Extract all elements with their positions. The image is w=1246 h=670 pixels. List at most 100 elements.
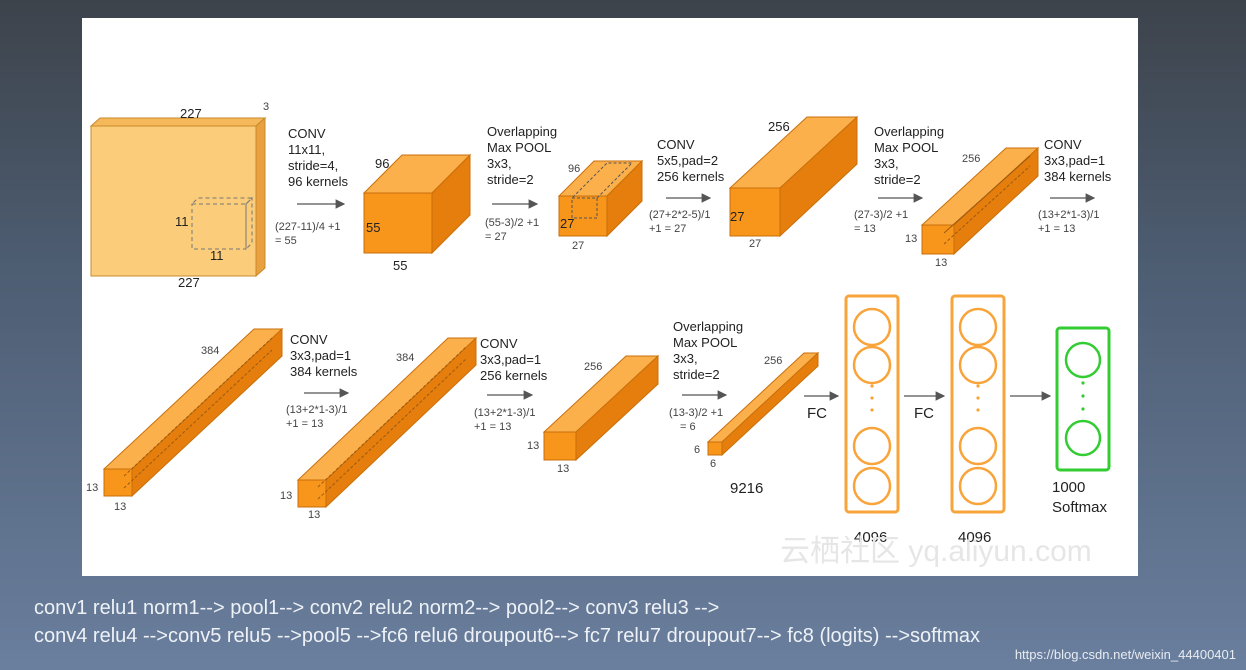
watermark: 云栖社区 yq.aliyun.com	[780, 535, 1092, 568]
conv3-depth-label: 384	[201, 345, 219, 357]
conv5-formula: (13+2*1-3)/1	[474, 407, 535, 419]
pool2-stride: stride=2	[874, 172, 921, 187]
output-size: 1000	[1052, 479, 1085, 496]
input-depth-label: 3	[263, 101, 269, 113]
conv2-size-front: 27	[730, 209, 744, 224]
conv4-kernels: 384 kernels	[290, 364, 358, 379]
pool5-size-left: 6	[694, 444, 700, 456]
fc6-label: FC	[807, 405, 827, 422]
pool2-type: Max POOL	[874, 140, 938, 155]
conv5-result: +1 = 13	[474, 421, 511, 433]
caption-line-1: conv1 relu1 norm1--> pool1--> conv2 relu…	[34, 597, 720, 619]
softmax-layer	[1055, 326, 1111, 472]
pool1-kernel: 3x3,	[487, 156, 512, 171]
conv5-kernel: 3x3,pad=1	[480, 352, 541, 367]
conv3-formula: (13+2*1-3)/1	[1038, 209, 1099, 221]
conv1-title: CONV	[288, 126, 326, 141]
conv1-kernels: 96 kernels	[288, 174, 348, 189]
conv5-size-left: 13	[527, 440, 539, 452]
alexnet-diagram: 227 3 227 11 11 CONV 11x11, stride=4, 96…	[86, 101, 1112, 568]
pool5-step: Overlapping Max POOL 3x3, stride=2 (13-3…	[669, 319, 743, 433]
conv2-kernel: 5x5,pad=2	[657, 153, 718, 168]
source-credit: https://blog.csdn.net/weixin_44400401	[1014, 647, 1236, 662]
conv5-volume	[542, 354, 660, 462]
conv1-formula: (227-11)/4 +1	[275, 221, 341, 233]
pool5-volume	[706, 351, 820, 457]
pool1-type: Max POOL	[487, 140, 551, 155]
pool5-size-bottom: 6	[710, 458, 716, 470]
pool5-kernel: 3x3,	[673, 351, 698, 366]
conv2-result: +1 = 27	[649, 223, 686, 235]
caption-line-2: conv4 relu4 -->conv5 relu5 -->pool5 -->f…	[34, 625, 981, 647]
conv2-formula: (27+2*2-5)/1	[649, 209, 710, 221]
conv4-kernel: 3x3,pad=1	[290, 348, 351, 363]
conv3-title: CONV	[1044, 137, 1082, 152]
pool5-stride: stride=2	[673, 367, 720, 382]
pool5-type: Max POOL	[673, 335, 737, 350]
conv4-formula: (13+2*1-3)/1	[286, 404, 347, 416]
pool2-size-left: 13	[905, 233, 917, 245]
conv2-size-bottom: 27	[749, 238, 761, 250]
pool1-volume	[557, 159, 644, 238]
conv5-step: CONV 3x3,pad=1 256 kernels (13+2*1-3)/1 …	[474, 336, 548, 433]
conv5-kernels: 256 kernels	[480, 368, 548, 383]
fc6-layer	[844, 294, 900, 514]
input-volume	[89, 116, 267, 278]
pool1-step: Overlapping Max POOL 3x3, stride=2 (55-3…	[485, 124, 557, 243]
kernel-width-label: 11	[175, 214, 189, 229]
fc7-size: 4096	[958, 529, 991, 546]
pool1-stride: stride=2	[487, 172, 534, 187]
conv2-title: CONV	[657, 137, 695, 152]
pool5-depth-label: 256	[764, 355, 782, 367]
pool1-formula: (55-3)/2 +1	[485, 217, 539, 229]
pool1-result: = 27	[485, 231, 507, 243]
conv3-kernels: 384 kernels	[1044, 169, 1112, 184]
conv3-result: +1 = 13	[1038, 223, 1075, 235]
flatten-size: 9216	[730, 480, 763, 497]
conv1-size-front: 55	[366, 220, 380, 235]
conv4-step: CONV 3x3,pad=1 384 kernels (13+2*1-3)/1 …	[286, 332, 358, 430]
conv4-title: CONV	[290, 332, 328, 347]
fc7-layer	[950, 294, 1006, 514]
conv5-size-bottom: 13	[557, 463, 569, 475]
conv3-volume	[102, 327, 284, 498]
conv1-depth-label: 96	[375, 156, 389, 171]
diagram-slide: 227 3 227 11 11 CONV 11x11, stride=4, 96…	[82, 18, 1138, 576]
output-softmax-label: Softmax	[1052, 499, 1108, 516]
pool2-title: Overlapping	[874, 124, 944, 139]
conv1-kernel: 11x11,	[288, 142, 325, 157]
pool2-formula: (27-3)/2 +1	[854, 209, 908, 221]
conv2-volume	[728, 115, 859, 238]
conv2-depth-label: 256	[768, 119, 790, 134]
pool1-size-bottom: 27	[572, 240, 584, 252]
conv5-title: CONV	[480, 336, 518, 351]
input-height-label: 227	[178, 275, 200, 290]
conv1-stride: stride=4,	[288, 158, 338, 173]
layer-sequence-caption: conv1 relu1 norm1--> pool1--> conv2 relu…	[34, 594, 1234, 650]
conv1-result: = 55	[275, 235, 297, 247]
pool5-title: Overlapping	[673, 319, 743, 334]
pool2-result: = 13	[854, 223, 876, 235]
pool1-depth-label: 96	[568, 163, 580, 175]
conv1-size-bottom: 55	[393, 258, 407, 273]
pool2-size-bottom: 13	[935, 257, 947, 269]
fc7-label: FC	[914, 405, 934, 422]
pool5-result: = 6	[680, 421, 696, 433]
conv2-kernels: 256 kernels	[657, 169, 725, 184]
conv3-step: CONV 3x3,pad=1 384 kernels (13+2*1-3)/1 …	[1038, 137, 1112, 235]
conv1-volume	[362, 153, 472, 255]
conv5-depth-label: 256	[584, 361, 602, 373]
pool2-kernel: 3x3,	[874, 156, 899, 171]
conv3-size-bottom: 13	[114, 501, 126, 513]
conv2-step: CONV 5x5,pad=2 256 kernels (27+2*2-5)/1 …	[649, 137, 725, 235]
pool1-title: Overlapping	[487, 124, 557, 139]
conv3-size-left: 13	[86, 482, 98, 494]
pool2-step: Overlapping Max POOL 3x3, stride=2 (27-3…	[854, 124, 944, 235]
conv1-step: CONV 11x11, stride=4, 96 kernels (227-11…	[275, 126, 348, 247]
conv4-depth-label: 384	[396, 352, 414, 364]
pool1-size-front: 27	[560, 216, 574, 231]
kernel-height-label: 11	[210, 248, 224, 263]
conv4-size-left: 13	[280, 490, 292, 502]
pool5-formula: (13-3)/2 +1	[669, 407, 723, 419]
input-width-label: 227	[180, 106, 202, 121]
